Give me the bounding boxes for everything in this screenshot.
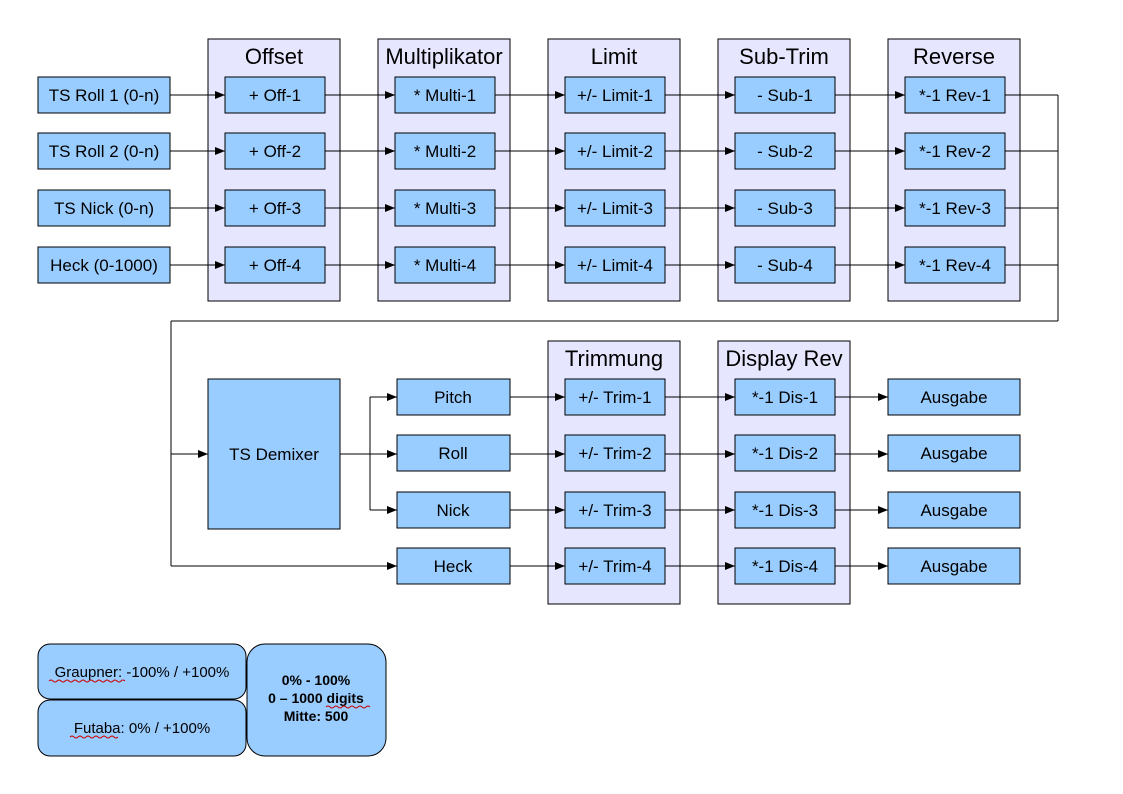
offset-label-1: + Off-1 [249,86,301,105]
output-box-3 [887,491,1021,529]
rev-label-4: *-1 Rev-4 [919,256,991,275]
trim-label-4: +/- Trim-4 [578,557,651,576]
multi-label-1: * Multi-1 [414,86,476,105]
input-label-1: TS Roll 1 (0-n) [49,86,160,105]
limit-label-2: +/- Limit-2 [577,142,653,161]
offset-label-4: + Off-4 [249,256,301,275]
dis-box-4 [734,547,836,585]
note-range-digits: 0 – 1000 digits [268,690,364,706]
rev-box-1 [904,76,1006,114]
range-digits-word: digits [327,690,365,706]
input-box-2 [37,132,171,170]
input-box-3 [37,189,171,227]
group-title-multiplikator: Multiplikator [385,44,502,69]
dis-label-3: *-1 Dis-3 [752,501,818,520]
input-box-1 [37,76,171,114]
dis-box-2 [734,434,836,472]
rev-label-2: *-1 Rev-2 [919,142,991,161]
note-range-percent: 0% - 100% [282,672,351,688]
note-graupner-text: Graupner: -100% / +100% [55,664,230,681]
group-title-subtrim: Sub-Trim [739,44,829,69]
sub-label-4: - Sub-4 [757,256,813,275]
demixer-box [207,378,341,530]
demixer-label: TS Demixer [229,445,319,464]
limit-label-4: +/- Limit-4 [577,256,653,275]
rev-label-1: *-1 Rev-1 [919,86,991,105]
offset-label-3: + Off-3 [249,199,301,218]
limit-label-3: +/- Limit-3 [577,199,653,218]
spellcheck-underline-futaba [69,735,119,739]
input-label-2: TS Roll 2 (0-n) [49,142,160,161]
channel-label-roll: Roll [438,444,467,463]
note-mitte: Mitte: 500 [284,708,349,724]
offset-box-3 [224,189,326,227]
note-futaba [37,699,247,757]
multi-box-3 [394,189,496,227]
channel-box-roll [396,434,511,472]
graupner-name: Graupner [55,664,118,681]
limit-box-4 [564,246,666,284]
dis-label-1: *-1 Dis-1 [752,388,818,407]
group-title-reverse: Reverse [913,44,995,69]
output-box-2 [887,434,1021,472]
rev-box-4 [904,246,1006,284]
futaba-range: : 0% / +100% [121,720,211,737]
multi-box-1 [394,76,496,114]
rev-label-3: *-1 Rev-3 [919,199,991,218]
channel-label-nick: Nick [436,501,470,520]
group-title-trimmung: Trimmung [565,346,663,371]
dis-label-4: *-1 Dis-4 [752,557,818,576]
bottom-connectors [340,393,888,570]
spellcheck-underline-digits [325,705,371,709]
group-title-offset: Offset [245,44,303,69]
channel-label-heck: Heck [434,557,473,576]
multi-box-4 [394,246,496,284]
offset-label-2: + Off-2 [249,142,301,161]
output-label-1: Ausgabe [920,388,987,407]
limit-label-1: +/- Limit-1 [577,86,653,105]
offset-box-4 [224,246,326,284]
multi-label-3: * Multi-3 [414,199,476,218]
note-range [246,643,387,757]
sub-box-1 [734,76,836,114]
channel-box-nick [396,491,511,529]
rev-box-3 [904,189,1006,227]
spellcheck-underline-graupner [48,679,126,683]
dis-label-2: *-1 Dis-2 [752,444,818,463]
note-futaba-text: Futaba: 0% / +100% [74,720,210,737]
sub-label-2: - Sub-2 [757,142,813,161]
sub-label-1: - Sub-1 [757,86,813,105]
trim-label-1: +/- Trim-1 [578,388,651,407]
multi-label-2: * Multi-2 [414,142,476,161]
graupner-range: : -100% / +100% [118,664,229,681]
top-connectors [170,91,1059,570]
trim-box-1 [564,378,666,416]
rev-box-2 [904,132,1006,170]
limit-box-3 [564,189,666,227]
channel-label-pitch: Pitch [434,388,472,407]
group-title-limit: Limit [591,44,637,69]
group-title-display-rev: Display Rev [725,346,842,371]
input-label-4: Heck (0-1000) [50,256,158,275]
multi-label-4: * Multi-4 [414,256,476,275]
trim-box-2 [564,434,666,472]
output-label-4: Ausgabe [920,557,987,576]
trim-label-3: +/- Trim-3 [578,501,651,520]
output-label-3: Ausgabe [920,501,987,520]
output-box-4 [887,547,1021,585]
input-label-3: TS Nick (0-n) [54,199,154,218]
note-graupner [37,643,247,700]
sub-label-3: - Sub-3 [757,199,813,218]
range-digits-prefix: 0 – 1000 [268,690,326,706]
trim-box-4 [564,547,666,585]
futaba-name: Futaba [74,720,121,737]
output-label-2: Ausgabe [920,444,987,463]
trim-label-2: +/- Trim-2 [578,444,651,463]
output-box-1 [887,378,1021,416]
